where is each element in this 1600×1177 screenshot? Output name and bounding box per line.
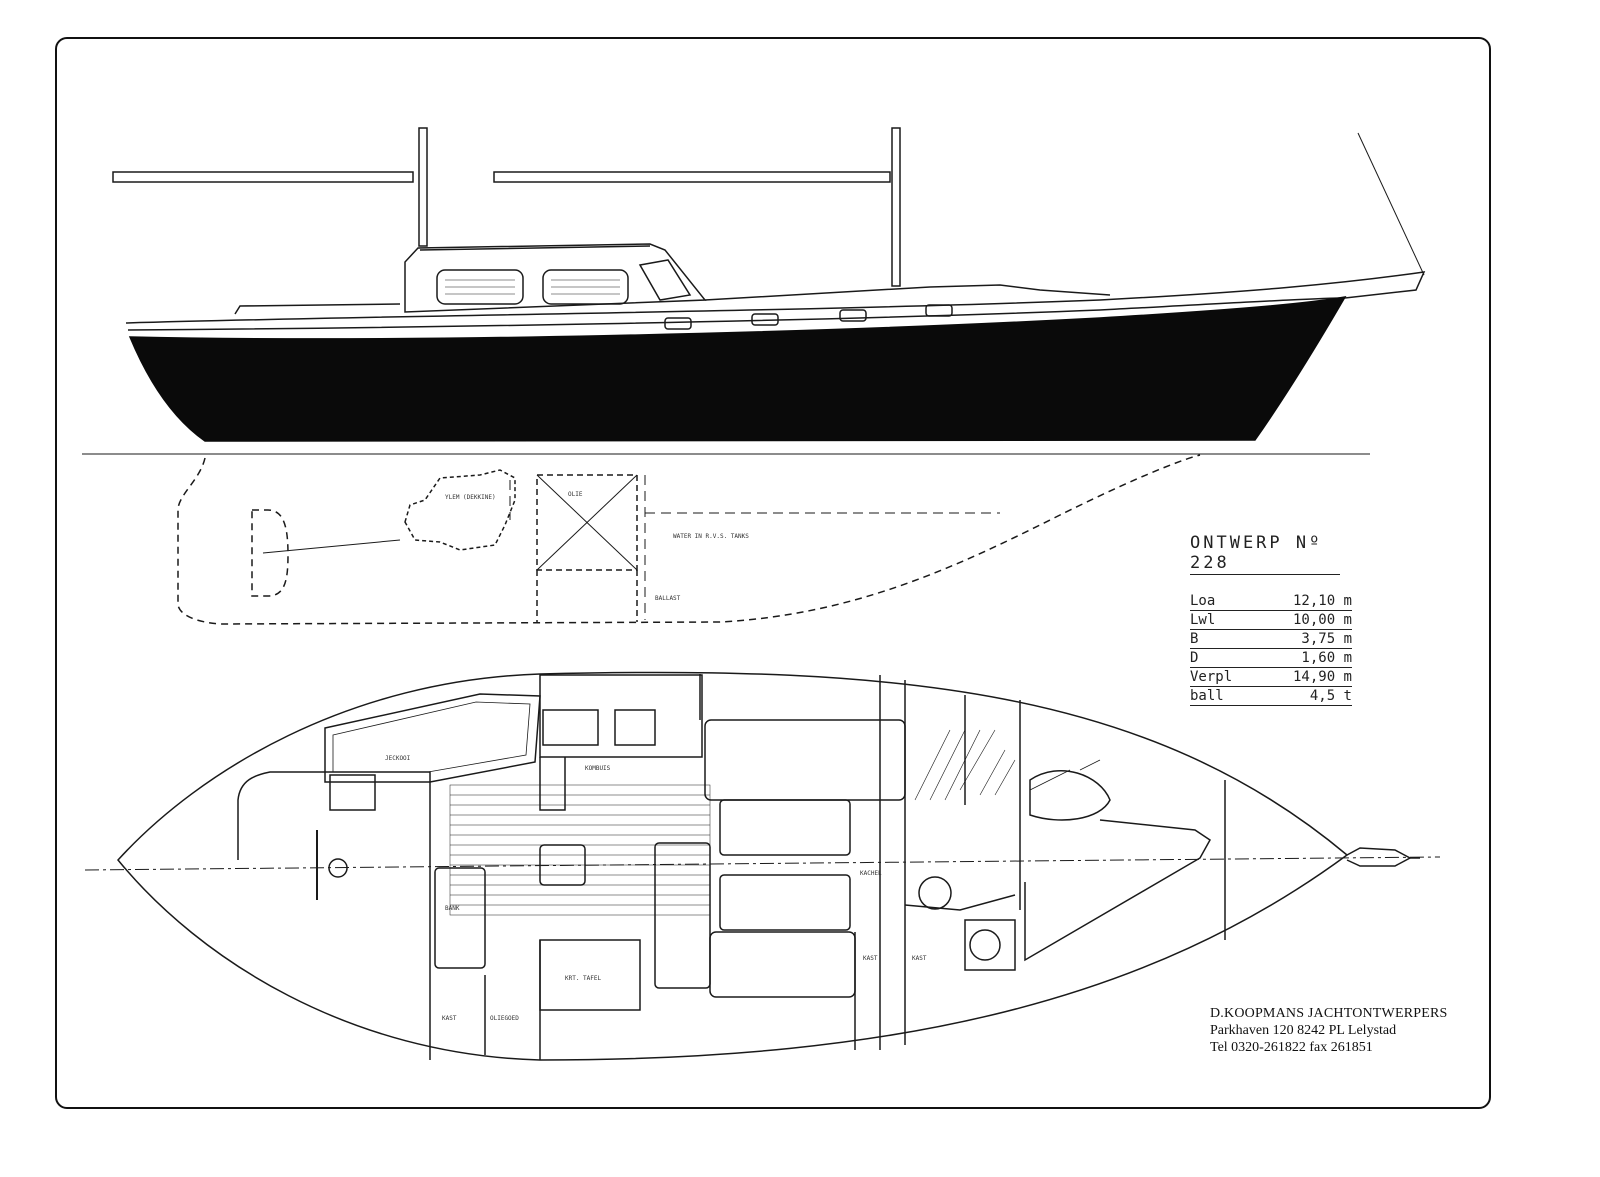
deckhouse bbox=[404, 243, 707, 313]
v-berth bbox=[1024, 819, 1211, 962]
saloon-table-center bbox=[719, 799, 851, 856]
hull-sheer bbox=[125, 271, 1426, 324]
deckhouse-window bbox=[638, 259, 692, 301]
designer-name: D.KOOPMANS JACHTONTWERPERS bbox=[1210, 1006, 1448, 1021]
deckhouse-window bbox=[436, 269, 524, 305]
hanging-locker bbox=[914, 729, 1016, 801]
rudder bbox=[251, 509, 289, 597]
spec-value: 10,00 m bbox=[1292, 612, 1352, 628]
spec-label: Verpl bbox=[1190, 669, 1233, 685]
design-title: ONTWERP Nº 228 bbox=[1190, 533, 1340, 575]
spec-row: ball 4,5 t bbox=[1190, 687, 1352, 706]
mizzen-boom bbox=[112, 171, 414, 183]
porthole bbox=[839, 309, 867, 322]
underwater-hull bbox=[177, 454, 1201, 625]
spec-row: D 1,60 m bbox=[1190, 649, 1352, 668]
main-mast bbox=[418, 127, 428, 247]
settee-port bbox=[654, 842, 711, 989]
toilet bbox=[918, 876, 952, 910]
tank-label: OLIE bbox=[568, 491, 583, 498]
spec-label: Lwl bbox=[1190, 612, 1216, 628]
designer-phone: Tel 0320-261822 fax 261851 bbox=[1210, 1040, 1373, 1055]
spec-label: Loa bbox=[1190, 593, 1216, 609]
sink bbox=[542, 709, 599, 746]
designer-block: D.KOOPMANS JACHTONTWERPERS Parkhaven 120… bbox=[1210, 1005, 1448, 1056]
oliegoed-label: OLIEGOED bbox=[490, 1015, 519, 1022]
accommodation-plan: JECKOOI KOMBUIS BANK bbox=[84, 671, 1441, 1061]
kaarttafel-label: KRT. TAFEL bbox=[565, 975, 602, 982]
spec-row: Loa 12,10 m bbox=[1190, 592, 1352, 611]
spec-value: 1,60 m bbox=[1301, 650, 1352, 666]
spec-row: B 3,75 m bbox=[1190, 630, 1352, 649]
spec-row: Verpl 14,90 m bbox=[1190, 668, 1352, 687]
cockpit-seat bbox=[329, 774, 376, 811]
spec-label: B bbox=[1190, 631, 1199, 647]
porthole bbox=[664, 317, 692, 330]
settee-aft bbox=[434, 867, 486, 969]
bank-label: BANK bbox=[445, 905, 460, 912]
kast-label-mid-1: KAST bbox=[863, 955, 878, 962]
jekooi-label: JECKOOI bbox=[385, 755, 411, 762]
plan-hull-outline bbox=[117, 671, 1349, 1061]
quarter-berth bbox=[324, 693, 541, 783]
designer-address: Parkhaven 120 8242 PL Lelystad bbox=[1210, 1023, 1397, 1038]
water-tank-label: WATER IN R.V.S. TANKS bbox=[673, 533, 749, 540]
spec-table: Loa 12,10 m Lwl 10,00 m B 3,75 m D 1,60 … bbox=[1190, 592, 1352, 706]
side-profile: YLEM (DEKKINE) OLIE WATER IN R.V.S. TANK… bbox=[82, 127, 1426, 625]
chart-table bbox=[539, 939, 641, 1011]
kachel-label: KACHEL bbox=[860, 870, 882, 877]
berth-starboard bbox=[704, 719, 906, 801]
floor-boards bbox=[449, 784, 711, 916]
deckhouse-window bbox=[542, 269, 629, 305]
hull-body bbox=[128, 295, 1347, 442]
washbasin bbox=[969, 929, 1001, 961]
ballast-label: BALLAST bbox=[655, 595, 681, 602]
settee-starboard bbox=[709, 931, 856, 998]
saloon-table bbox=[539, 844, 586, 886]
kast-label-mid-2: KAST bbox=[912, 955, 927, 962]
spec-value: 14,90 m bbox=[1292, 669, 1352, 685]
spec-value: 12,10 m bbox=[1292, 593, 1352, 609]
engine-label: YLEM (DEKKINE) bbox=[445, 494, 496, 501]
cockpit bbox=[237, 771, 431, 1060]
spec-label: ball bbox=[1190, 688, 1224, 704]
specification-block: ONTWERP Nº 228 Loa 12,10 m Lwl 10,00 m B… bbox=[1190, 533, 1352, 706]
spec-label: D bbox=[1190, 650, 1199, 666]
tank bbox=[536, 474, 638, 571]
spec-value: 3,75 m bbox=[1301, 631, 1352, 647]
bowsprit bbox=[1346, 847, 1412, 867]
saloon-table-leaf bbox=[719, 874, 851, 931]
galley bbox=[539, 674, 703, 758]
spec-value: 4,5 t bbox=[1309, 688, 1352, 704]
forestay bbox=[1357, 132, 1425, 276]
centerline bbox=[84, 856, 1441, 871]
engine bbox=[404, 469, 516, 551]
mizzen-mast bbox=[891, 127, 901, 287]
spec-row: Lwl 10,00 m bbox=[1190, 611, 1352, 630]
porthole bbox=[925, 304, 953, 317]
stove bbox=[614, 709, 656, 746]
main-boom bbox=[493, 171, 891, 183]
kombuis-label: KOMBUIS bbox=[585, 765, 611, 772]
steering-wheel bbox=[328, 858, 348, 878]
kast-label-aft: KAST bbox=[442, 1015, 457, 1022]
